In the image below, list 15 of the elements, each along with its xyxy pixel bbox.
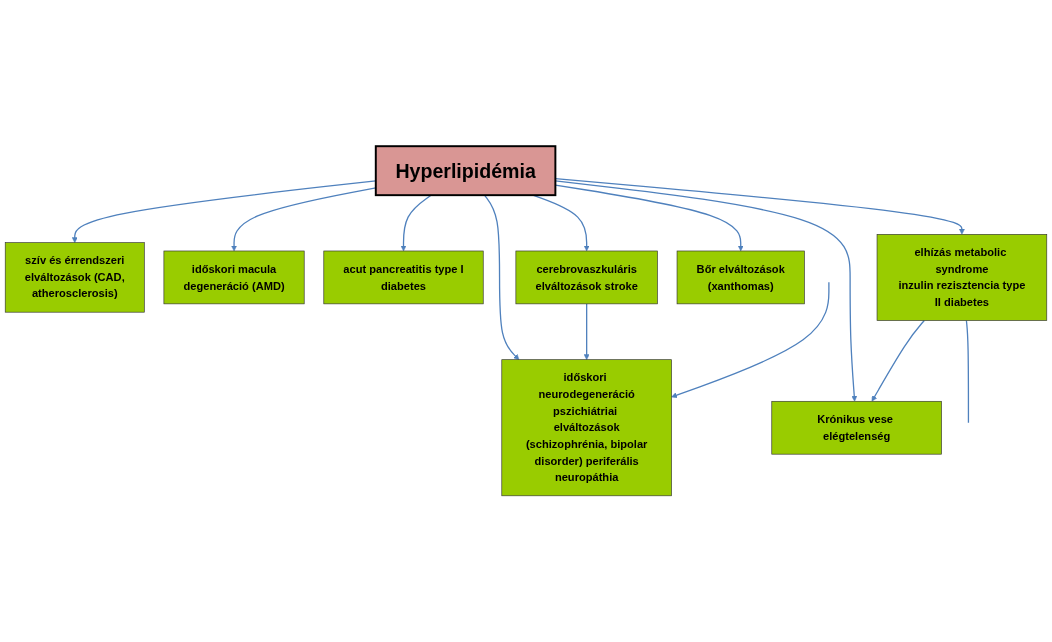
arrow — [871, 319, 925, 402]
node-box: időskori neurodegeneráció pszichiátriai elváltozások (schizophrénia, bipolar disorder) periferális neuropáthia — [501, 359, 672, 497]
arrow — [583, 303, 590, 360]
arrow — [400, 194, 432, 252]
node-box: Bőr elváltozások (xanthomas) — [676, 250, 805, 305]
node-box: Hyperlipidémia — [374, 145, 557, 197]
node-box: cerebrovaszkuláris elváltozások stroke — [515, 250, 658, 305]
arrow — [483, 194, 520, 360]
node-box: elhízás metabolic syndrome inzulin rezisztencia type II diabetes — [876, 234, 1048, 321]
node-box: Krónikus vese elégtelenség — [771, 400, 942, 455]
node-box: időskori macula degeneráció (AMD) — [163, 250, 305, 305]
node-box: acut pancreatitis type I diabetes — [323, 250, 484, 305]
node-box: szív és érrendszeri elváltozások (CAD, atherosclerosis) — [4, 242, 145, 313]
arrow — [671, 281, 830, 398]
connector — [965, 319, 970, 424]
